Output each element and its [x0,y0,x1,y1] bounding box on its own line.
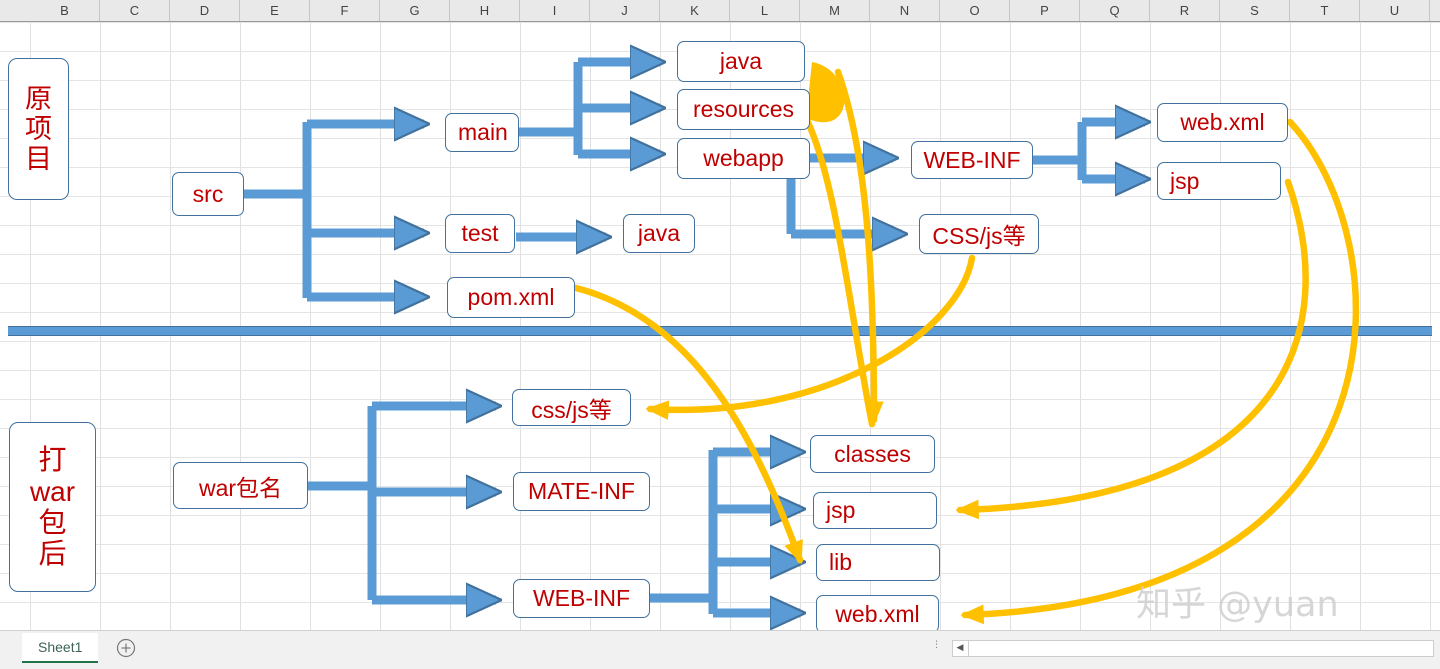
column-header-S[interactable]: S [1220,0,1290,21]
grid-column-line [660,22,661,630]
node-src[interactable]: src [172,172,244,216]
grid-column-line [1430,22,1431,630]
column-header-O[interactable]: O [940,0,1010,21]
grid-row-line [0,312,1440,313]
grid-column-line [590,22,591,630]
column-header-C[interactable]: C [100,0,170,21]
section-label-char: 打 [38,444,67,476]
column-header-N[interactable]: N [870,0,940,21]
grid-row-line [0,573,1440,574]
section-label-char: 后 [38,538,67,570]
grid-column-line [870,22,871,630]
section-label-char: 包 [38,507,67,538]
grid-column-line [1290,22,1291,630]
node-java-test[interactable]: java [623,214,695,253]
status-bar: Sheet1 ⋮ ◀ [0,630,1440,669]
grid-column-line [1080,22,1081,630]
node-webapp[interactable]: webapp [677,138,810,179]
node-pom-xml[interactable]: pom.xml [447,277,575,318]
node-test[interactable]: test [445,214,515,253]
section-label-original: 原 项 目 [8,58,69,200]
node-web-xml-top[interactable]: web.xml [1157,103,1288,142]
grid-row-line [0,428,1440,429]
section-label-char: 原 [25,83,52,114]
grid-column-line [1010,22,1011,630]
column-header-G[interactable]: G [380,0,450,21]
column-header-Q[interactable]: Q [1080,0,1150,21]
section-label-after-war: 打 war 包 后 [9,422,96,592]
grid-row-line [0,370,1440,371]
node-resources[interactable]: resources [677,89,810,130]
node-main[interactable]: main [445,113,519,152]
node-java-main[interactable]: java [677,41,805,82]
grid-row-line [0,196,1440,197]
node-web-xml-bottom[interactable]: web.xml [816,595,939,633]
grid-column-line [1150,22,1151,630]
section-label-char: 项 [25,113,52,144]
column-header-B[interactable]: B [30,0,100,21]
grid-column-line [380,22,381,630]
column-header-R[interactable]: R [1150,0,1220,21]
node-web-inf-top[interactable]: WEB-INF [911,141,1033,179]
column-header-F[interactable]: F [310,0,380,21]
grid-row-line [0,254,1440,255]
tab-split-handle[interactable]: ⋮ [932,639,941,649]
node-mate-inf[interactable]: MATE-INF [513,472,650,511]
column-header-M[interactable]: M [800,0,870,21]
column-header-E[interactable]: E [240,0,310,21]
grid-row-line [0,225,1440,226]
grid-row-line [0,544,1440,545]
grid-row-line [0,399,1440,400]
grid-row-line [0,22,1440,23]
node-css-js-bottom[interactable]: css/js等 [512,389,631,426]
node-web-inf-bottom[interactable]: WEB-INF [513,579,650,618]
grid-column-line [310,22,311,630]
node-jsp-bottom[interactable]: jsp [813,492,937,529]
node-classes[interactable]: classes [810,435,935,473]
column-header-L[interactable]: L [730,0,800,21]
grid-column-line [170,22,171,630]
node-css-js-top[interactable]: CSS/js等 [919,214,1039,254]
column-header-D[interactable]: D [170,0,240,21]
scroll-left-arrow-icon[interactable]: ◀ [952,640,969,657]
grid-column-line [1360,22,1361,630]
grid-column-line [240,22,241,630]
grid-row-line [0,515,1440,516]
column-header-U[interactable]: U [1360,0,1430,21]
column-header-T[interactable]: T [1290,0,1360,21]
sheet-tab-sheet1[interactable]: Sheet1 [22,633,99,663]
node-war-name[interactable]: war包名 [173,462,308,509]
section-label-char: 目 [25,144,52,175]
grid-column-line [520,22,521,630]
watermark: 知乎 @yuan [1136,585,1339,625]
column-header-H[interactable]: H [450,0,520,21]
grid-row-line [0,283,1440,284]
horizontal-scrollbar[interactable] [952,640,1434,657]
column-header-J[interactable]: J [590,0,660,21]
column-header-I[interactable]: I [520,0,590,21]
grid-row-line [0,602,1440,603]
column-header-K[interactable]: K [660,0,730,21]
plus-circle-icon[interactable] [115,637,137,659]
grid-column-line [940,22,941,630]
node-jsp-top[interactable]: jsp [1157,162,1281,200]
node-lib[interactable]: lib [816,544,940,581]
grid-row-line [0,457,1440,458]
column-header-P[interactable]: P [1010,0,1080,21]
grid-row-line [0,341,1440,342]
section-label-char: war [29,475,76,507]
grid-column-line [100,22,101,630]
